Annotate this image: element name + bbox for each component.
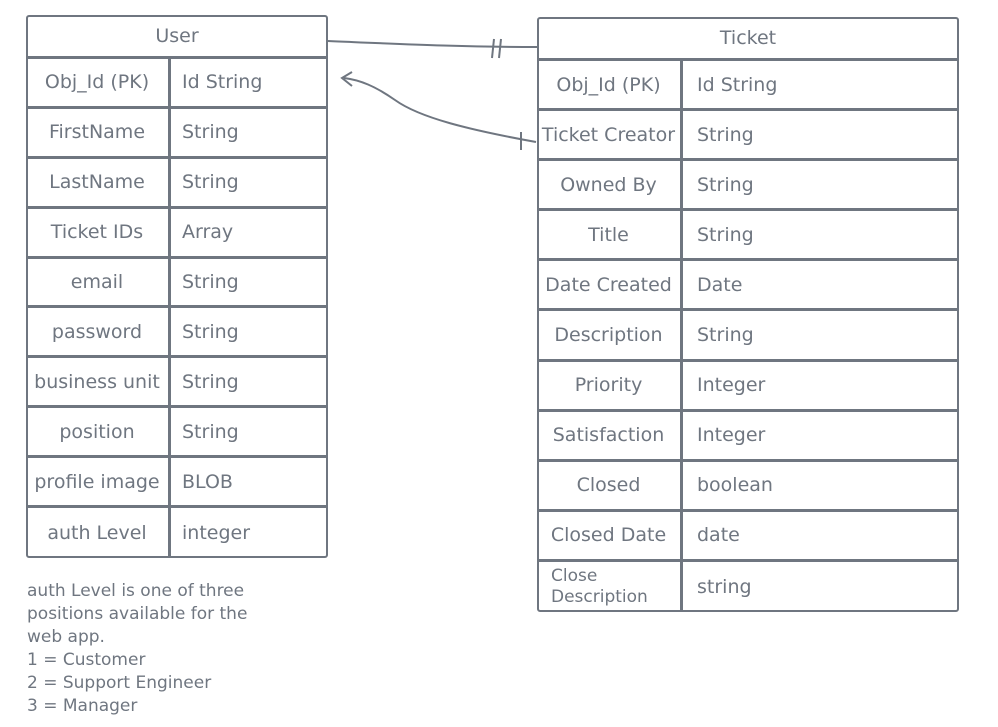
field-name-cell: profile image	[34, 470, 160, 493]
table-row: Satisfaction Integer	[537, 412, 959, 462]
table-row: Priority Integer	[537, 362, 959, 412]
field-name-cell: business unit	[34, 370, 160, 393]
table-row: business unit String	[26, 358, 328, 409]
field-type-cell: String	[182, 320, 239, 343]
ticket-column-divider	[680, 61, 683, 612]
table-row: position String	[26, 408, 328, 459]
table-row: profile image BLOB	[26, 458, 328, 509]
field-name-cell: Ticket IDs	[50, 221, 144, 244]
field-type-cell: Array	[182, 221, 234, 244]
field-name-cell: Date Created	[545, 273, 672, 296]
field-type-cell: BLOB	[182, 470, 233, 493]
field-type-cell: Date	[697, 273, 743, 296]
table-row: Closed boolean	[537, 462, 959, 512]
arrowhead	[340, 71, 353, 87]
field-name-cell: Ticket Creator	[541, 123, 676, 146]
field-type-cell: String	[182, 171, 239, 194]
field-type-cell: string	[697, 576, 752, 599]
table-row: password String	[26, 309, 328, 359]
field-type-cell: String	[182, 420, 239, 443]
field-name-cell: Title	[588, 223, 629, 246]
table-row: Ticket IDs Array	[26, 209, 328, 259]
user-column-divider	[168, 59, 171, 558]
note-line: 2 = Support Engineer	[27, 673, 212, 693]
field-name-cell: Closed Date	[550, 524, 667, 547]
field-type-cell: date	[697, 524, 740, 547]
user-entity-border	[26, 15, 328, 558]
table-row: email String	[26, 259, 328, 309]
note-line: 3 = Manager	[27, 696, 138, 716]
field-name-cell: auth Level	[47, 522, 147, 545]
field-type-cell: String	[182, 121, 239, 144]
one-marker-2	[498, 38, 502, 59]
field-name-cell: position	[59, 420, 135, 443]
field-name-cell: Obj_Id (PK)	[44, 71, 150, 94]
table-row: Title String	[537, 211, 959, 262]
field-name-cell: Priority	[574, 374, 643, 397]
field-name-cell: email	[70, 271, 124, 294]
field-name-cell: Closed	[576, 474, 641, 497]
field-name-cell: Close Description	[551, 566, 648, 608]
table-row: Closed Date date	[537, 512, 959, 562]
table-row: Owned By String	[537, 161, 959, 212]
field-type-cell: Id String	[182, 71, 263, 94]
table-row: Obj_Id (PK) Id String	[26, 59, 328, 109]
field-name-cell: Description	[554, 324, 663, 347]
field-type-cell: boolean	[697, 474, 773, 497]
field-name-cell: Owned By	[560, 173, 657, 196]
table-row: LastName String	[26, 159, 328, 209]
table-row: auth Level integer	[26, 508, 328, 558]
table-row: Ticket Creator String	[537, 111, 959, 162]
table-row: Date Created Date	[537, 261, 959, 312]
ticket-creator-relation-line	[343, 77, 537, 143]
note-line: 1 = Customer	[27, 650, 146, 670]
note-line: positions available for the	[27, 604, 248, 624]
table-row: Obj_Id (PK) Id String	[537, 61, 959, 112]
field-name-cell: Obj_Id (PK)	[556, 73, 661, 96]
field-type-cell: Integer	[697, 424, 766, 447]
field-type-cell: String	[697, 123, 754, 146]
note-line: auth Level is one of three	[27, 581, 245, 601]
field-type-cell: String	[697, 173, 754, 196]
field-name-cell: Satisfaction	[552, 424, 665, 447]
field-type-cell: Id String	[697, 73, 778, 96]
field-type-cell: Integer	[697, 374, 766, 397]
field-type-cell: integer	[182, 522, 251, 545]
user-ticket-relation-line	[327, 40, 539, 48]
table-row: Description String	[537, 312, 959, 362]
field-type-cell: String	[182, 271, 239, 294]
field-name-cell: FirstName	[48, 121, 146, 144]
field-type-cell: String	[182, 370, 239, 393]
ticket-entity-border	[537, 17, 959, 612]
ticket-entity-title: Ticket	[537, 17, 959, 61]
field-name-cell: LastName	[49, 171, 145, 194]
one-marker-1	[491, 38, 495, 59]
user-entity-title: User	[26, 15, 328, 59]
auth-level-note: auth Level is one of three positions ava…	[27, 580, 287, 718]
field-type-cell: String	[697, 223, 754, 246]
table-row: FirstName String	[26, 109, 328, 159]
table-row: Close Description string	[537, 562, 959, 612]
field-name-cell: password	[51, 320, 143, 343]
field-type-cell: String	[697, 324, 754, 347]
note-line: web app.	[27, 627, 105, 647]
